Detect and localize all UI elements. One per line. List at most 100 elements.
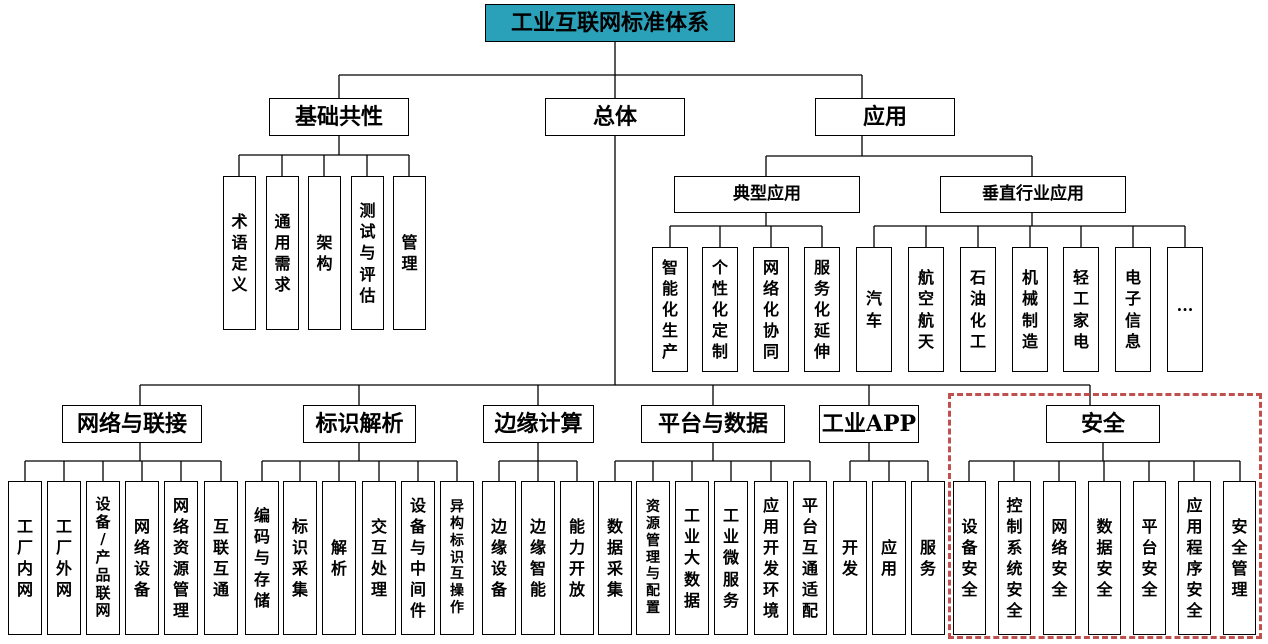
leaf-label: 应 用 [880,537,897,578]
leaf-label: 网 络 化 协 同 [762,257,779,362]
leaf-anquan-4: 数 据 安 全 [1088,481,1121,635]
leaf-label: 电 子 信 息 [1124,268,1141,351]
root-label: 工业互联网标准体系 [510,10,709,36]
leaf-label: 石 油 化 工 [969,268,986,351]
leaf-pingtai-4: 工 业 微 服 务 [714,481,748,635]
leaf-pingtai-1: 数 据 采 集 [598,481,632,635]
leaf-label: 互 联 互 通 [212,516,229,600]
leaf-label: 工 厂 外 网 [55,516,72,600]
leaf-label: 应 用 程 序 安 全 [1186,495,1203,621]
leaf-label: 安 全 管 理 [1231,516,1248,600]
node-biaoshi-jiexi: 标识解析 [303,405,416,443]
leaf-label: 数 据 采 集 [606,516,623,600]
leaf-label: 轻 工 家 电 [1072,268,1089,351]
leaf-label: 资 源 管 理 与 配 置 [646,499,660,616]
leaf-label: 设 备 / 产 品 联 网 [95,495,111,620]
leaf-biaoshi-3: 解 析 [322,481,356,635]
leaf-bianyuan-1: 边 缘 设 备 [482,481,516,635]
leaf-label: 数 据 安 全 [1096,516,1113,600]
leaf-pingtai-3: 工 业 大 数 据 [675,481,709,635]
leaf-label: 管 理 [401,232,418,273]
leaf-pingtai-6: 平 台 互 通 适 配 [793,481,827,635]
leaf-chuizhi-more: ··· [1167,247,1203,372]
leaf-label: 能 力 开 放 [568,516,585,600]
leaf-pingtai-2: 资 源 管 理 与 配 置 [636,481,670,635]
node-label: 基础共性 [294,104,383,130]
leaf-label: 边 缘 设 备 [490,516,507,600]
leaf-pingtai-5: 应 用 开 发 环 境 [754,481,788,635]
leaf-label: 工 厂 内 网 [16,516,33,600]
leaf-bianyuan-2: 边 缘 智 能 [521,481,555,635]
node-bianyuan-jisuan: 边缘计算 [483,405,594,443]
leaf-chuizhi-3: 石 油 化 工 [960,247,996,372]
leaf-dianxing-4: 服 务 化 延 伸 [804,247,840,372]
leaf-label: 工 业 大 数 据 [683,506,700,610]
leaf-label: 通 用 需 求 [274,211,291,295]
node-gongye-app: 工业APP [819,405,919,443]
node-label: 边缘计算 [494,411,583,437]
leaf-dianxing-2: 个 性 化 定 制 [702,247,738,372]
leaf-label: 工 业 微 服 务 [722,506,739,610]
leaf-anquan-1: 设 备 安 全 [953,481,986,635]
leaf-jichu-5: 管 理 [393,176,426,330]
node-label: 典型应用 [733,184,801,204]
leaf-label: 平 台 互 通 适 配 [801,495,818,621]
leaf-label: 标 识 采 集 [291,516,308,600]
leaf-label: 测 试 与 评 估 [359,201,376,305]
node-label: 平台与数据 [657,411,768,437]
leaf-label: 设 备 与 中 间 件 [409,495,426,621]
leaf-wangluo-5: 网 络 资 源 管 理 [164,481,198,635]
leaf-wangluo-1: 工 厂 内 网 [8,481,42,635]
node-anquan: 安全 [1046,405,1160,443]
leaf-label: 架 构 [316,232,333,273]
leaf-anquan-3: 网 络 安 全 [1043,481,1076,635]
leaf-label: 异 构 标 识 互 操 作 [450,499,464,616]
leaf-label: 航 空 航 天 [917,268,934,351]
leaf-label: 控 制 系 统 安 全 [1006,495,1023,621]
leaf-label: 术 语 定 义 [231,211,248,295]
leaf-label: 汽 车 [865,289,882,330]
leaf-chuizhi-2: 航 空 航 天 [908,247,944,372]
leaf-bianyuan-3: 能 力 开 放 [560,481,594,635]
leaf-label: 应 用 开 发 环 境 [762,495,779,621]
node-label: 垂直行业应用 [982,184,1084,204]
leaf-wangluo-3: 设 备 / 产 品 联 网 [86,481,120,635]
leaf-label: 设 备 安 全 [961,516,978,600]
leaf-label: 机 械 制 造 [1021,268,1038,351]
leaf-label: 服 务 化 延 伸 [813,257,830,362]
leaf-label: 个 性 化 定 制 [711,257,728,362]
node-dianxing-yingyong: 典型应用 [674,176,860,213]
node-chuizhi-hangye: 垂直行业应用 [940,176,1126,213]
leaf-jichu-2: 通 用 需 求 [266,176,299,330]
leaf-wangluo-2: 工 厂 外 网 [47,481,81,635]
leaf-wangluo-4: 网 络 设 备 [125,481,159,635]
leaf-label: 网 络 设 备 [133,516,150,600]
leaf-wangluo-6: 互 联 互 通 [204,481,238,635]
leaf-chuizhi-4: 机 械 制 造 [1012,247,1048,372]
leaf-label: 边 缘 智 能 [529,516,546,600]
node-label: 安全 [1080,411,1125,437]
leaf-dianxing-3: 网 络 化 协 同 [753,247,789,372]
leaf-jichu-3: 架 构 [308,176,341,330]
node-yingyong: 应用 [815,98,955,136]
leaf-dianxing-1: 智 能 化 生 产 [652,247,688,372]
security-highlight-frame [948,393,1262,639]
leaf-label: 网 络 资 源 管 理 [172,495,189,621]
node-label: 标识解析 [315,411,404,437]
leaf-jichu-1: 术 语 定 义 [223,176,256,330]
leaf-anquan-5: 平 台 安 全 [1133,481,1166,635]
leaf-label: 网 络 安 全 [1051,516,1068,600]
node-wangluo-lianjie: 网络与联接 [62,405,202,443]
leaf-anquan-2: 控 制 系 统 安 全 [998,481,1031,635]
leaf-biaoshi-4: 交 互 处 理 [362,481,396,635]
leaf-app-3: 服 务 [911,481,945,635]
leaf-label: 解 析 [330,537,347,578]
leaf-jichu-4: 测 试 与 评 估 [351,176,384,330]
leaf-anquan-6: 应 用 程 序 安 全 [1178,481,1211,635]
node-label: 工业APP [821,411,917,437]
leaf-label: 交 互 处 理 [370,516,387,600]
node-zongti: 总体 [545,98,685,136]
ellipsis-label: ··· [1176,299,1194,319]
